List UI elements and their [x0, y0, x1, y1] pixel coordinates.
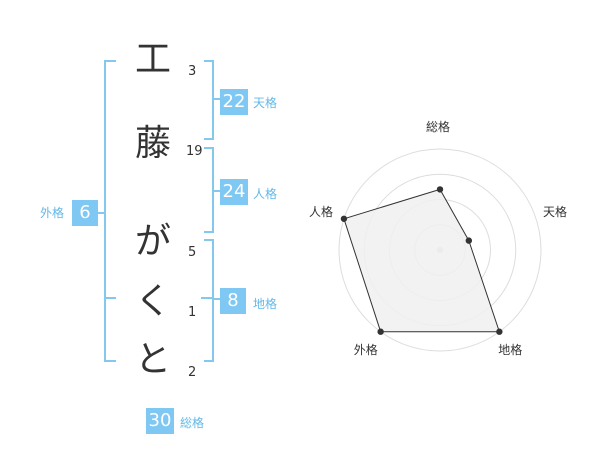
gaikaku-bracket-tick: [104, 297, 116, 299]
radar-ring-4: [338, 148, 542, 352]
stroke-count-1: 3: [188, 64, 197, 79]
radar-axis-label-3: 地格: [498, 342, 523, 357]
soukaku-score: 30: [146, 408, 174, 434]
name-char-5: と: [134, 339, 171, 380]
radar-point-3: [496, 328, 503, 335]
jinkaku-connector: [212, 190, 220, 192]
chikaku-label: 地格: [253, 297, 278, 311]
gaikaku-bracket: [104, 60, 116, 362]
radar-series: [343, 188, 501, 333]
name-char-4: く: [134, 281, 171, 322]
radar-axis-label-5: 人格: [309, 204, 334, 219]
stroke-count-2: 19: [186, 144, 203, 159]
radar-point-5: [340, 215, 348, 222]
chikaku-bracket-tick: [201, 297, 214, 299]
chikaku-score: 8: [220, 288, 246, 314]
radar-axis-label-1: 総格: [426, 120, 451, 134]
radar-point-2: [465, 237, 473, 244]
gaikaku-score: 6: [72, 200, 98, 226]
jinkaku-score: 24: [220, 179, 248, 205]
name-char-2: 藤: [134, 123, 171, 164]
chikaku-bracket: [204, 239, 214, 362]
stroke-count-5: 2: [188, 365, 197, 380]
radar-point-1: [436, 186, 444, 193]
name-char-1: 工: [134, 39, 171, 80]
name-char-3: が: [134, 221, 171, 262]
radar-axis-label-2: 天格: [542, 204, 567, 219]
radar-axis-label-4: 外格: [353, 342, 378, 357]
gaikaku-label: 外格: [40, 206, 65, 220]
tenkaku-bracket: [204, 60, 214, 140]
gaikaku-connector: [98, 212, 104, 214]
tenkaku-label: 天格: [253, 96, 278, 110]
stroke-count-4: 1: [188, 305, 197, 320]
jinkaku-label: 人格: [253, 187, 278, 201]
chikaku-connector: [212, 298, 220, 300]
radar-point-4: [377, 328, 384, 335]
tenkaku-connector: [212, 98, 220, 100]
radar-chart: [338, 148, 542, 352]
tenkaku-score: 22: [220, 89, 248, 115]
soukaku-label: 総格: [180, 416, 205, 430]
stroke-count-3: 5: [188, 245, 197, 260]
